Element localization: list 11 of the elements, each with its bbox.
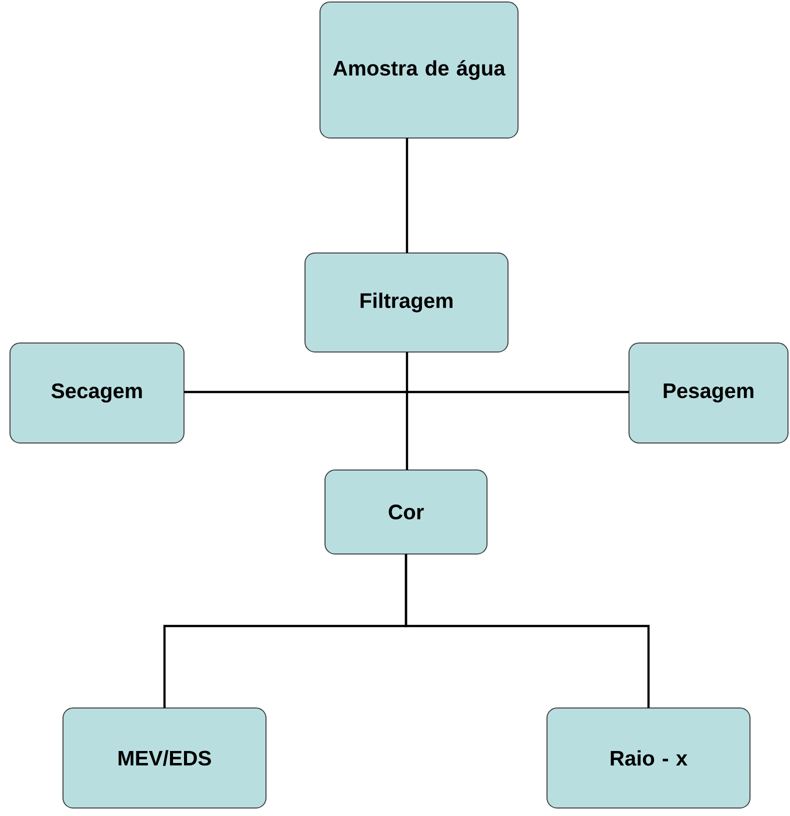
process-box: Filtragem [304,252,508,352]
process-box: Raio - x [546,708,750,808]
connector-line [184,390,629,394]
connector-line [406,138,408,253]
process-box: Pesagem [628,342,788,444]
process-box: Cor [324,470,488,554]
connector-line [406,352,408,470]
process-box: Secagem [10,342,184,444]
process-box: Amostra de água [320,2,518,138]
connector-line [404,554,650,708]
process-box: MEV/EDS [62,708,266,808]
